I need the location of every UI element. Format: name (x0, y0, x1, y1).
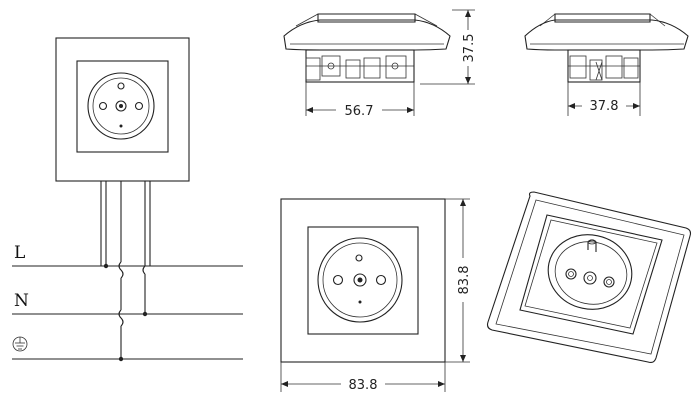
wiring-earth-pin (117, 82, 125, 90)
wiring-socket-cup (87, 72, 155, 140)
end-faceplate (524, 19, 689, 51)
label-live: L (14, 243, 25, 263)
front-frame (280, 198, 446, 363)
perspective-frame (486, 191, 692, 364)
wiring-socket-frame (55, 37, 190, 182)
wiring-center-screw (115, 100, 127, 112)
end-view: 37.8 (524, 13, 689, 116)
front-center-screw (353, 273, 367, 287)
dim-front-width: 83.8 (349, 378, 378, 393)
perspective-hole-right (603, 276, 615, 288)
front-hole-left (332, 274, 344, 286)
front-earth-pin (355, 254, 363, 262)
front-insert (307, 226, 419, 335)
perspective-insert (519, 214, 663, 335)
perspective-socket-cup (547, 234, 633, 310)
wiring-socket-insert (76, 60, 169, 153)
side-faceplate (283, 19, 451, 51)
front-view: 83.8 83.8 (280, 198, 472, 393)
dim-side-width: 56.7 (345, 104, 374, 119)
wiring-diagram: L N (12, 37, 243, 362)
label-neutral: N (14, 291, 29, 311)
earth-ground-icon (12, 336, 28, 352)
side-view: 56.7 37.5 (283, 9, 477, 119)
wiring-hole-right (134, 101, 144, 111)
front-socket-cup (317, 237, 403, 323)
dim-front-height: 83.8 (457, 266, 472, 295)
perspective-hole-left (565, 268, 577, 280)
dim-side-height: 37.5 (462, 34, 477, 63)
perspective-view (486, 191, 692, 364)
front-hole-right (375, 274, 387, 286)
dim-end-width: 37.8 (590, 99, 619, 114)
wiring-hole-left (98, 101, 108, 111)
perspective-center-screw (583, 271, 597, 285)
